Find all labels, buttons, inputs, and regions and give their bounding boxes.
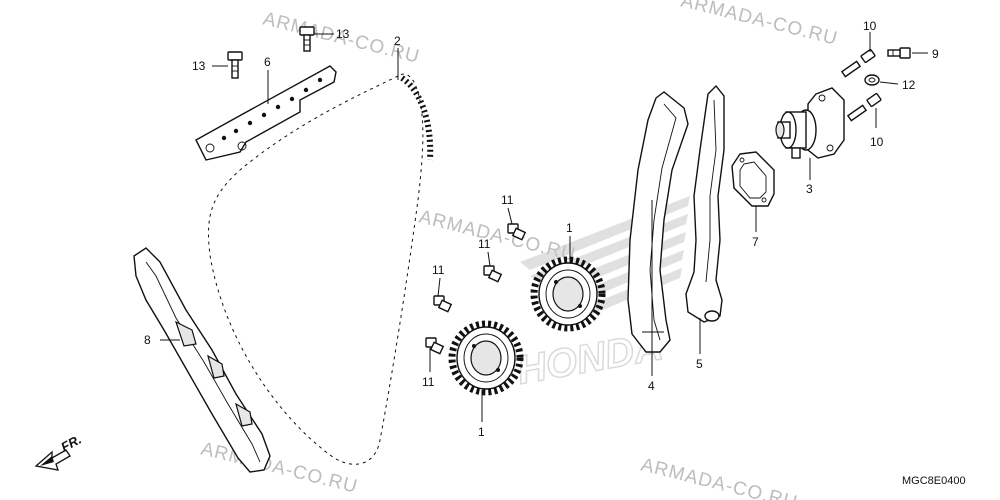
- callout-plate-bolt-top: 13: [336, 27, 350, 41]
- callout-tensioner-arm: 5: [696, 357, 703, 371]
- callout-sealing-bolt: 9: [932, 47, 939, 61]
- callout-guide-plate: 6: [264, 55, 271, 69]
- washer-icon: [864, 74, 880, 86]
- guide-rail: [133, 247, 271, 473]
- front-direction-indicator: FR.: [34, 432, 84, 471]
- callout-lifter-bolt-upper: 10: [863, 19, 877, 33]
- plate-hole: [275, 104, 281, 110]
- plate-hole: [261, 112, 267, 118]
- plate-hole: [289, 96, 295, 102]
- cam-chain: [206, 71, 434, 467]
- lifter-flange-hole: [818, 94, 826, 102]
- guide-plate: [195, 65, 337, 161]
- sprocket-bolt-c-icon: [433, 295, 453, 313]
- plate-bolt-left-icon: [227, 51, 243, 79]
- plate-hole: [303, 87, 309, 93]
- callout-gasket: 7: [752, 235, 759, 249]
- front-direction-label: FR.: [58, 432, 84, 455]
- tensioner-lifter: [775, 87, 845, 159]
- plate-hole: [221, 135, 227, 141]
- tensioner-arm: [685, 84, 725, 323]
- callout-tensioner-lifter: 3: [806, 182, 813, 196]
- cam-sprocket-lower: [448, 320, 524, 396]
- callout-guide-rail: 8: [144, 333, 151, 347]
- plate-mount-hole: [237, 141, 247, 151]
- gasket-hole: [739, 157, 745, 163]
- callout-lifter-bolt-lower: 10: [870, 135, 884, 149]
- lifter-bolt-upper-icon: [840, 48, 876, 78]
- diagram-code: MGC8E0400: [902, 475, 966, 487]
- callouts: 2 6 13 13 8 11 11 11 11 1 1 4 5 3 7 10 9…: [144, 19, 939, 439]
- sealing-bolt-icon: [887, 47, 911, 59]
- plate-hole: [247, 120, 253, 126]
- gasket-hole: [761, 197, 767, 203]
- gasket: [731, 151, 775, 207]
- callout-cam-sprocket-upper: 1: [566, 221, 573, 235]
- callout-sprocket-bolt-c: 11: [432, 263, 445, 277]
- callout-cam-sprocket-lower: 1: [478, 425, 485, 439]
- callout-sprocket-bolt-d: 11: [422, 375, 435, 389]
- cam-sprocket-upper: [530, 256, 606, 332]
- sprocket-bolt-b-icon: [483, 265, 503, 283]
- callout-washer: 12: [902, 78, 916, 92]
- callout-sprocket-bolt-a: 11: [501, 193, 514, 207]
- callout-cam-chain: 2: [394, 34, 401, 48]
- leader-lines: [160, 32, 928, 422]
- plate-hole: [233, 128, 239, 134]
- sprocket-bolt-a-icon: [507, 223, 527, 241]
- watermark-top-right: ARMADA-CO.RU: [679, 0, 840, 50]
- callout-sprocket-bolt-b: 11: [478, 237, 491, 251]
- plate-bolt-top-icon: [299, 26, 315, 52]
- arm-pivot: [704, 310, 720, 322]
- plate-hole: [317, 77, 323, 83]
- watermark-bottom-right: ARMADA-CO.RU: [639, 454, 800, 500]
- callout-chain-guide: 4: [648, 379, 655, 393]
- arrow-left-icon: [34, 449, 71, 471]
- lifter-flange-hole: [826, 144, 834, 152]
- plate-mount-hole: [205, 143, 215, 153]
- callout-plate-bolt-left: 13: [192, 59, 206, 73]
- chain-guide: [627, 91, 689, 353]
- sprocket-bolt-d-icon: [425, 337, 445, 355]
- watermark-bottom-left: ARMADA-CO.RU: [199, 438, 360, 497]
- lifter-bolt-lower-icon: [846, 92, 882, 122]
